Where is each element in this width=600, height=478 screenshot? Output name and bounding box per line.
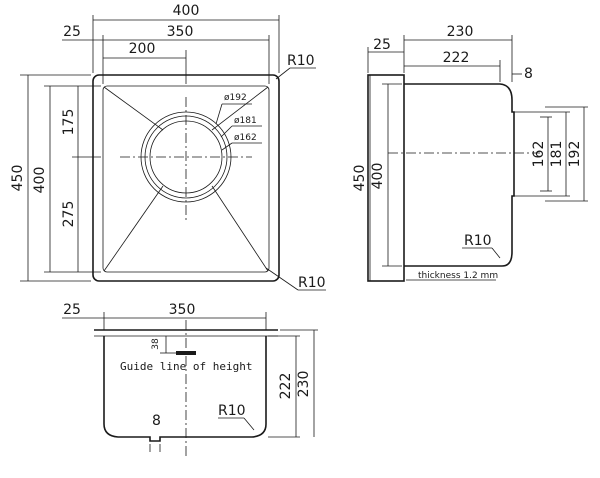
drain-d1-label: ø192	[224, 93, 247, 103]
guide-line-label: Guide line of height	[120, 360, 252, 373]
front-view-basin-profile	[103, 336, 267, 442]
dim-inner-height: 400	[32, 167, 48, 194]
dim-drain-from-top: 175	[61, 109, 77, 136]
side-dim-inner-depth: 222	[443, 50, 470, 66]
side-view-flange	[367, 74, 405, 282]
side-dim-drain-d1: 162	[531, 141, 547, 168]
dim-overall-width: 400	[173, 3, 200, 19]
side-dim-overall-depth: 230	[447, 24, 474, 40]
dim-inner-width: 350	[167, 24, 194, 40]
dim-overall-height: 450	[10, 165, 26, 192]
side-dim-height-outer: 450	[352, 165, 368, 192]
front-dim-drain-length: 8	[152, 413, 161, 429]
drain-d3-label: ø162	[234, 133, 257, 143]
dim-flange: 25	[63, 24, 81, 40]
side-dim-height-inner: 400	[370, 163, 386, 190]
radius-outer-label: R10	[287, 53, 315, 69]
front-dim-inner-width: 350	[169, 302, 196, 318]
front-view: Guide line of height 38 25 350 8 R10 222…	[62, 302, 318, 456]
side-radius-label: R10	[464, 233, 492, 249]
front-dim-flange: 25	[63, 302, 81, 318]
side-dim-flange: 25	[373, 37, 391, 53]
radius-inner-label: R10	[298, 275, 326, 291]
drain-d2-label: ø181	[234, 116, 257, 126]
dim-drain-from-bottom: 275	[61, 201, 77, 228]
thickness-note: thickness 1.2 mm	[418, 271, 498, 281]
dim-drain-offset: 200	[129, 41, 156, 57]
side-view-basin-profile	[404, 83, 515, 267]
front-radius-label: R10	[218, 403, 246, 419]
fold-line-top-right	[211, 86, 269, 131]
front-dim-guide-offset: 38	[151, 338, 161, 350]
top-view: 400 350 25 200 R10 R10 ø192 ø181 ø162	[10, 3, 326, 291]
front-dim-depth-inner: 222	[278, 373, 294, 400]
fold-line-top-left	[103, 86, 164, 131]
side-dim-drain-d3: 192	[567, 141, 583, 168]
guide-line-marker	[176, 351, 196, 355]
fold-line-bottom-right	[211, 185, 269, 272]
side-dim-drain-length: 8	[524, 66, 533, 82]
side-view: 230 25 222 8 450 400 162 181 192	[352, 24, 588, 282]
fold-line-bottom-left	[103, 185, 164, 272]
side-dim-drain-d2: 181	[549, 141, 565, 168]
front-dim-depth-outer: 230	[296, 371, 312, 398]
top-view-inner-basin	[102, 85, 270, 273]
